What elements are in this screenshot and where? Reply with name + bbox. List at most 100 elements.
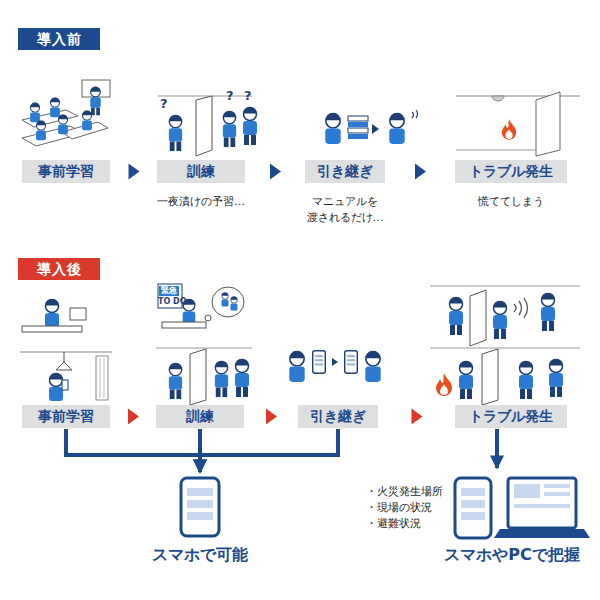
flow-arrow (270, 164, 281, 180)
emergency-illustration (430, 286, 580, 287)
bracket-arrow (495, 429, 499, 468)
smartphone-icon (181, 478, 219, 536)
smartphone-icon (461, 512, 485, 520)
phone-handover-illustration (289, 351, 380, 382)
phone-handover-illustration (289, 351, 304, 382)
node-title: 事前学習 (22, 160, 110, 183)
smartphone-icon (187, 488, 213, 496)
emergency-illustration (541, 293, 555, 331)
bracket-arrow (200, 429, 338, 472)
process-box: トラブル発生慌ててしまう (455, 160, 567, 183)
flow-arrow (412, 409, 423, 425)
illustration-text: ? (244, 88, 252, 103)
drill-illustration (169, 363, 182, 399)
handover-illustration (348, 128, 368, 133)
handover-illustration (325, 110, 417, 144)
laptop-icon (544, 492, 570, 496)
bullet-note: ・避難状況 (366, 516, 421, 531)
training-illustration (223, 111, 236, 147)
laptop-icon (494, 478, 590, 538)
emergency-illustration (482, 349, 498, 405)
training-illustration (196, 96, 212, 156)
device-group: スマホやPCで把握 (428, 468, 596, 568)
bracket-arrow (66, 429, 200, 472)
home-study-illustration (56, 362, 72, 370)
emergency-illustration (514, 298, 528, 318)
training-illustration (158, 96, 257, 156)
home-study-illustration (64, 352, 65, 362)
node-title: スマホやPCで把握 (428, 545, 596, 566)
home-study-illustration (49, 373, 63, 401)
phone-handover-illustration (313, 351, 326, 373)
laptop-icon (514, 504, 570, 508)
illustration-text: ? (160, 96, 168, 111)
fire-illustration (456, 150, 536, 151)
section-label: 導入後 (18, 258, 100, 280)
phone-handover-illustration (332, 358, 338, 366)
smartphone-icon (455, 478, 491, 538)
laptop-icon (544, 484, 570, 488)
flow-arrow (129, 164, 140, 180)
drill-illustration (156, 284, 252, 405)
illustration-text: 緊急 (159, 286, 179, 296)
classroom-illustration (22, 80, 110, 146)
node-title: 事前学習 (22, 405, 110, 428)
smartphone-icon (455, 478, 491, 538)
node-note: 一夜漬けの予習… (146, 194, 256, 210)
emergency-illustration (470, 290, 486, 346)
home-study-illustration (70, 308, 86, 320)
drill-illustration (205, 315, 211, 321)
home-study-illustration (96, 356, 108, 400)
node-title: スマホで可能 (150, 545, 250, 566)
node-title: 訓練 (157, 160, 245, 183)
handover-illustration (348, 122, 368, 127)
node-title: 訓練 (156, 405, 244, 428)
home-study-illustration (20, 352, 112, 353)
illustration-text: TO DO (158, 297, 186, 307)
drill-illustration (231, 297, 238, 311)
classroom-illustration (90, 87, 101, 116)
smartphone-icon (461, 500, 485, 508)
node-title: 引き継ぎ (298, 405, 378, 428)
handover-illustration (325, 113, 340, 144)
emergency-illustration (436, 373, 452, 396)
home-study-illustration (100, 358, 101, 398)
node-title: トラブル発生 (455, 160, 567, 183)
classroom-illustration (82, 111, 92, 131)
emergency-illustration (519, 361, 533, 399)
drill-illustration (222, 293, 229, 307)
home-study-illustration (104, 358, 105, 398)
device-group: スマホで可能 (150, 472, 250, 568)
process-box: 事前学習 (22, 160, 110, 183)
handover-illustration (412, 110, 418, 118)
process-box: トラブル発生 (455, 405, 567, 428)
flow-arrow (266, 409, 277, 425)
handover-illustration (348, 116, 368, 121)
handover-illustration (372, 124, 379, 134)
illustration-text: ? (226, 88, 234, 103)
node-note: マニュアルを 渡されるだけ… (305, 194, 385, 226)
process-box: 引き継ぎマニュアルを 渡されるだけ… (305, 160, 385, 183)
training-illustration (158, 96, 252, 97)
flow-arrow (128, 409, 139, 425)
flow-arrow (415, 164, 426, 180)
section-tag: 導入後 (18, 258, 100, 280)
smartphone-icon (181, 478, 219, 536)
phone-handover-illustration (345, 351, 358, 373)
emergency-illustration (430, 286, 580, 405)
fire-illustration (536, 92, 560, 156)
bullet-note: ・火災発生場所 (366, 484, 443, 499)
laptop-icon (514, 484, 540, 498)
process-box: 事前学習 (22, 405, 110, 428)
node-title: トラブル発生 (455, 405, 567, 428)
node-title: 引き継ぎ (305, 160, 385, 183)
training-illustration (169, 115, 182, 151)
node-note: 慌ててしまう (466, 194, 556, 210)
classroom-illustration (58, 115, 68, 135)
smartphone-icon (461, 488, 485, 496)
emergency-illustration (549, 359, 563, 397)
drill-illustration (190, 349, 206, 405)
